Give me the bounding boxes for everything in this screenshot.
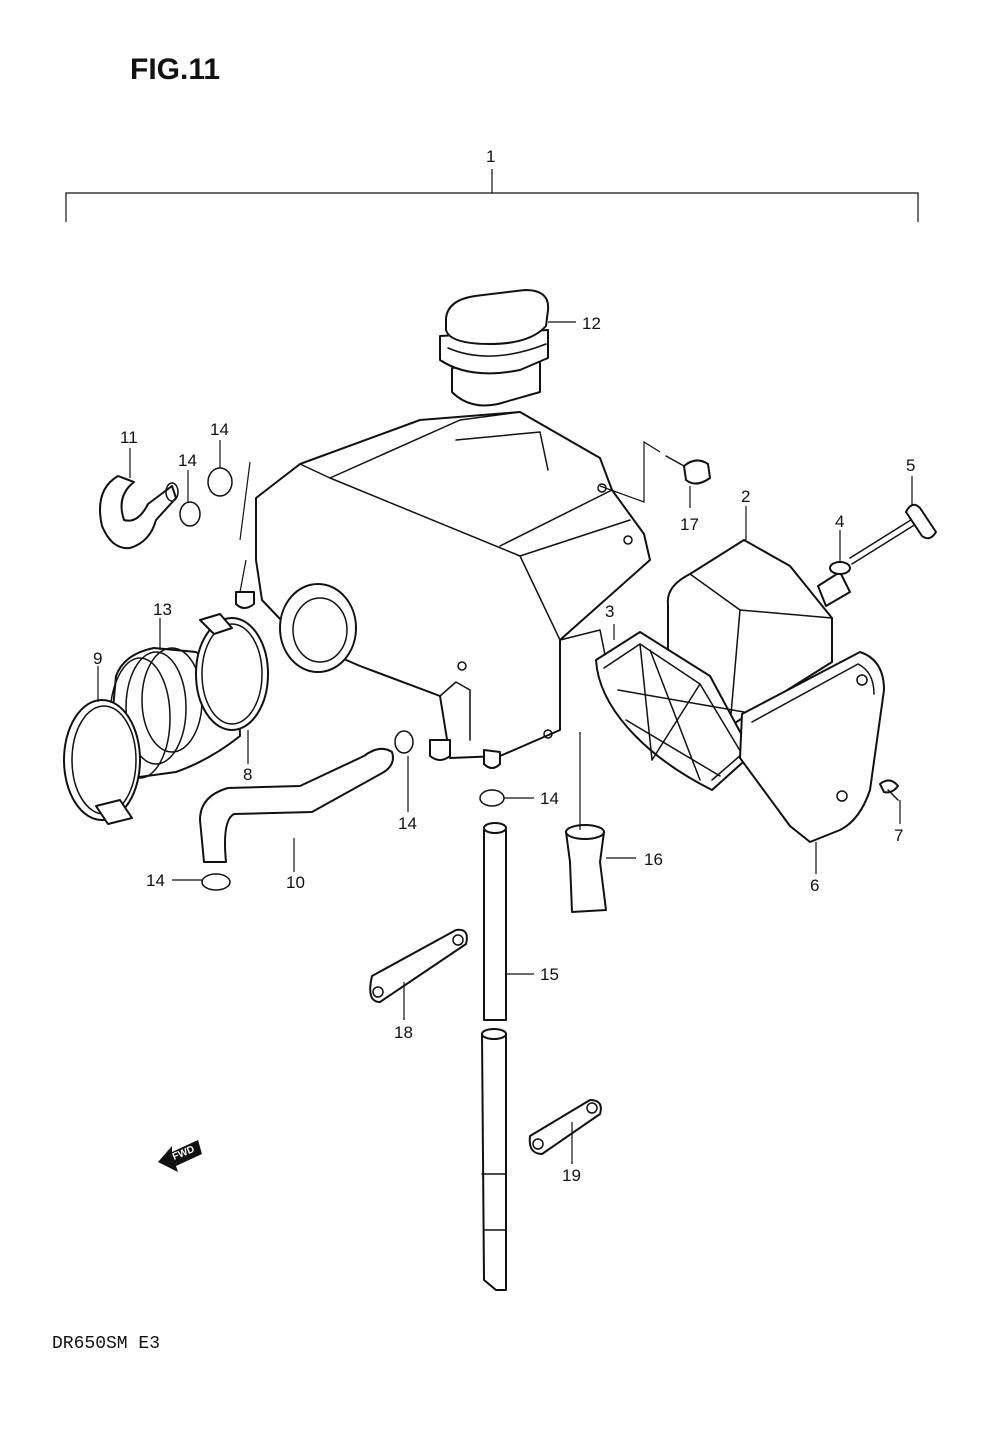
callout-14-a: 14	[210, 420, 229, 439]
callout-14-c: 14	[398, 814, 417, 833]
callout-14-e: 14	[146, 871, 165, 890]
callout-8: 8	[243, 765, 252, 784]
callout-9: 9	[93, 649, 102, 668]
callout-2: 2	[741, 487, 750, 506]
part-12-inlet-duct	[439, 289, 550, 407]
part-14-clip-a	[207, 467, 233, 497]
part-10-drain-hose	[199, 747, 394, 863]
part-15-drain-tube	[481, 822, 507, 1291]
fwd-arrow-icon: FWD	[158, 1140, 202, 1172]
part-8-clamp	[195, 613, 269, 731]
part-3-filter-cage	[595, 631, 753, 791]
callout-12: 12	[582, 314, 601, 333]
part-14-clip-b	[179, 501, 201, 527]
callout-14-b: 14	[178, 451, 197, 470]
part-18-bracket	[369, 928, 468, 1003]
part-14-clip-e	[201, 873, 231, 891]
assembly-bracket	[65, 169, 919, 222]
part-16-drain-valve	[565, 824, 607, 913]
callout-11: 11	[120, 428, 138, 447]
callout-18: 18	[394, 1023, 413, 1042]
leader-lines	[97, 321, 913, 1164]
part-6-cover	[739, 651, 885, 843]
part-14-clip-d	[479, 789, 505, 807]
part-1-air-cleaner-box	[235, 411, 651, 769]
callout-5: 5	[906, 456, 915, 475]
callout-17: 17	[680, 515, 699, 534]
callout-15: 15	[540, 965, 559, 984]
figure-title: FIG.11	[130, 53, 220, 86]
part-5-wing-bolt	[849, 503, 937, 565]
part-11-breather-hose	[99, 475, 179, 550]
callout-7: 7	[894, 826, 903, 845]
callout-labels: 1 2 3 4 5 6 7 8 9 10 11 12 13 14 14 14 1…	[93, 147, 915, 1185]
callout-16: 16	[644, 850, 663, 869]
part-14-clip-c	[394, 730, 414, 754]
model-code: DR650SM E3	[52, 1334, 160, 1354]
callout-19: 19	[562, 1166, 581, 1185]
callout-13: 13	[153, 600, 172, 619]
part-4-grommet	[817, 561, 851, 607]
part-17-bolt	[599, 440, 711, 508]
part-7-screw	[879, 779, 899, 801]
callout-3: 3	[605, 602, 614, 621]
callout-10: 10	[286, 873, 305, 892]
part-9-hose-clamp	[63, 699, 141, 825]
callout-1: 1	[486, 147, 495, 166]
callout-14-d: 14	[540, 789, 559, 808]
callout-6: 6	[810, 876, 819, 895]
part-19-bracket	[528, 1099, 602, 1155]
callout-4: 4	[835, 512, 844, 531]
